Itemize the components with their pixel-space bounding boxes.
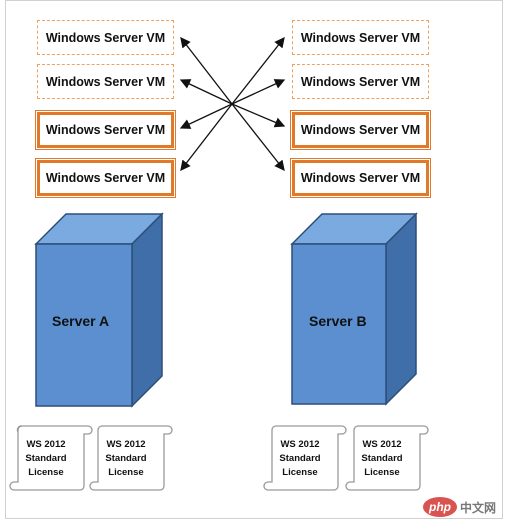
license-text-1: WS 2012 Standard License	[16, 438, 76, 480]
license-scroll-4	[345, 425, 429, 491]
arrow-to-right-vm-2	[231, 79, 286, 105]
license-scrolls	[9, 425, 429, 491]
vm-label: Windows Server VM	[45, 171, 166, 185]
license-text-4: WS 2012 Standard License	[352, 438, 412, 480]
vm-label: Windows Server VM	[300, 30, 421, 45]
watermark: php 中文网	[422, 497, 496, 517]
vm-box-right-1: Windows Server VM	[292, 20, 429, 55]
vm-label: Windows Server VM	[45, 30, 166, 45]
server-a-side	[131, 212, 163, 408]
server-b-label: Server B	[309, 313, 367, 329]
license-line-1: WS 2012	[26, 439, 66, 450]
server-a-front	[35, 243, 133, 407]
arrow-to-right-vm-3	[231, 103, 286, 128]
server-a-box	[34, 212, 164, 408]
server-b-side	[385, 212, 417, 406]
arrow-to-left-vm-2	[179, 79, 233, 105]
vm-label: Windows Server VM	[300, 123, 421, 137]
license-line-3: License	[108, 467, 144, 478]
arrow-to-left-vm-4	[180, 103, 233, 172]
vm-box-left-3: Windows Server VM	[35, 110, 176, 150]
server-a-label: Server A	[52, 313, 110, 329]
arrow-to-left-vm-3	[179, 103, 233, 129]
vm-box-left-1: Windows Server VM	[37, 20, 174, 55]
vm-box-left-2: Windows Server VM	[37, 64, 174, 99]
license-line-1: WS 2012	[106, 439, 146, 450]
license-text-3: WS 2012 Standard License	[270, 438, 330, 480]
license-scroll-1	[9, 425, 93, 491]
watermark-badge: php	[422, 497, 457, 517]
arrow-to-left-vm-1	[180, 36, 233, 105]
license-line-2: Standard	[361, 453, 403, 464]
arrow-to-right-vm-4	[231, 103, 285, 172]
license-line-2: Standard	[25, 453, 67, 464]
license-line-2: Standard	[105, 453, 147, 464]
license-line-1: WS 2012	[280, 439, 320, 450]
migration-arrows	[179, 36, 286, 172]
vm-box-left-4: Windows Server VM	[35, 158, 176, 198]
license-line-2: Standard	[279, 453, 321, 464]
license-line-3: License	[282, 467, 318, 478]
license-line-3: License	[28, 467, 64, 478]
license-scroll-3	[263, 425, 347, 491]
vm-label: Windows Server VM	[300, 171, 421, 185]
watermark-site: 中文网	[459, 500, 496, 515]
server-b-box	[290, 212, 418, 406]
vm-label: Windows Server VM	[45, 123, 166, 137]
diagram-frame	[5, 0, 503, 519]
license-line-3: License	[364, 467, 400, 478]
license-text-2: WS 2012 Standard License	[96, 438, 156, 480]
arrow-to-right-vm-1	[231, 36, 285, 105]
vm-label: Windows Server VM	[45, 74, 166, 89]
license-scroll-2	[89, 425, 173, 491]
vm-box-right-3: Windows Server VM	[290, 110, 431, 150]
vm-label: Windows Server VM	[300, 74, 421, 89]
vm-box-right-2: Windows Server VM	[292, 64, 429, 99]
server-b-front	[291, 243, 387, 405]
license-line-1: WS 2012	[362, 439, 402, 450]
vm-box-right-4: Windows Server VM	[290, 158, 431, 198]
